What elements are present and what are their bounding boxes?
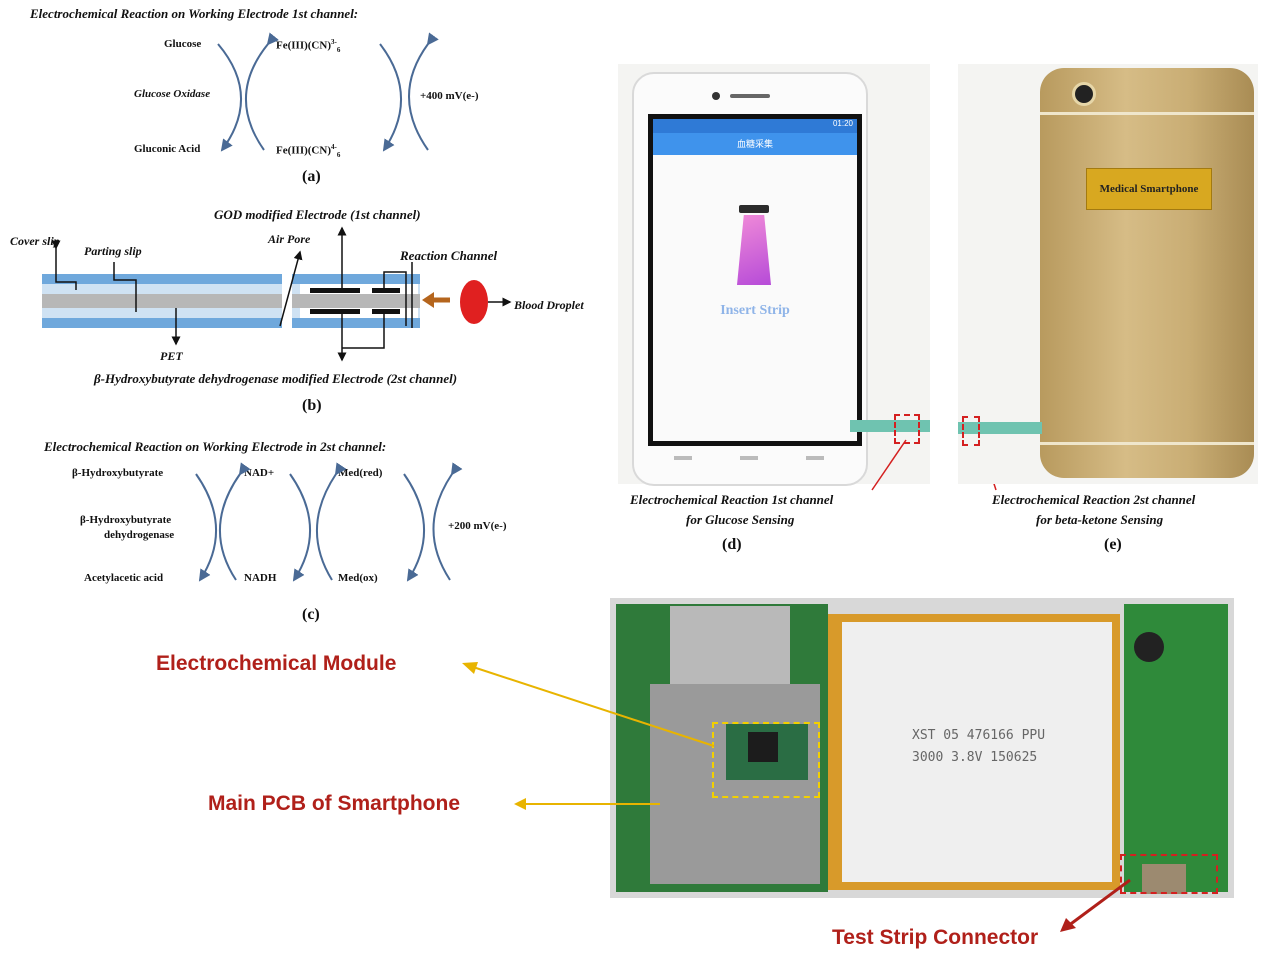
pet-label: PET: [160, 349, 183, 363]
test-strip-d: [850, 420, 930, 432]
arc-c3: [289, 473, 312, 582]
bhb-dh-label-1: β-Hydroxybutyrate: [80, 514, 172, 526]
panel-a-arcs: [217, 32, 439, 152]
phone-back-body: Medical Smartphone: [1040, 68, 1254, 478]
electrode-2-top: [372, 288, 400, 293]
channel-gray: [300, 294, 418, 308]
reaction-channel-label: Reaction Channel: [400, 248, 498, 263]
arc-a4: [408, 32, 439, 151]
glucose-oxidase-label: Glucose Oxidase: [134, 88, 211, 100]
ferricyanide-label: Fe(III)(CN)3-6: [276, 38, 341, 54]
phone-front-body: 01:20 血糖采集 Insert Strip: [632, 72, 868, 486]
app-header: 血糖采集: [653, 133, 857, 155]
caption-d-2: for Glucose Sensing: [686, 512, 795, 527]
bhb-label: β-Hydroxybutyrate: [72, 467, 164, 479]
acetylacetic-label: Acetylacetic acid: [84, 572, 164, 584]
panel-d-photo: 01:20 血糖采集 Insert Strip: [618, 64, 930, 486]
electrode-1-top: [310, 288, 360, 293]
label-b: (b): [302, 397, 322, 414]
status-time: 01:20: [832, 119, 853, 128]
cover-slip-label: Cover slip: [10, 234, 60, 248]
speaker-coil: [1134, 632, 1164, 662]
test-strip-cross-section: [42, 274, 420, 328]
layer-bottom-light: [42, 308, 420, 318]
potential-200-label: +200 mV(e-): [448, 520, 507, 532]
parting-slip-label: Parting slip: [84, 244, 142, 258]
layer-top-blue: [42, 274, 420, 284]
panel-c-arcs: [195, 462, 463, 582]
module-highlight: [712, 722, 820, 798]
god-electrode-label: GOD modified Electrode (1st channel): [214, 207, 421, 222]
arc-a3: [379, 43, 402, 152]
arc-c4: [315, 462, 347, 581]
strip-highlight-e: [962, 416, 980, 446]
strip-highlight-d: [894, 414, 920, 444]
pcb-photo: XST 05 476166 PPU 3000 3.8V 150625: [610, 598, 1234, 898]
label-e: (e): [1104, 536, 1122, 553]
metal-shield-left: [670, 606, 790, 686]
arc-c6: [432, 462, 463, 581]
nav-keys: [674, 456, 824, 462]
med-ox-label: Med(ox): [338, 572, 378, 584]
status-bar: 01:20: [653, 119, 857, 133]
panel-e-photo: Medical Smartphone: [958, 64, 1258, 484]
caption-e-1: Electrochemical Reaction 2st channel: [992, 492, 1196, 507]
caption-e-2: for beta-ketone Sensing: [1036, 512, 1164, 527]
test-strip-connector-label: Test Strip Connector: [832, 926, 1039, 949]
strip-vial-icon: [731, 205, 777, 289]
arc-a2: [245, 32, 279, 151]
label-a: (a): [302, 168, 321, 185]
nad-label: NAD+: [244, 467, 275, 479]
medical-smartphone-badge: Medical Smartphone: [1086, 168, 1212, 210]
front-camera: [712, 92, 720, 100]
arc-c2: [218, 462, 251, 581]
arc-a1: [217, 43, 242, 152]
connector-highlight: [1120, 854, 1218, 894]
gluconic-acid-label: Gluconic Acid: [134, 143, 201, 155]
blood-droplet-label: Blood Droplet: [514, 298, 584, 312]
layer-bottom-blue: [42, 318, 420, 328]
battery: [842, 622, 1112, 882]
rear-camera: [1072, 82, 1096, 106]
earpiece: [730, 94, 770, 98]
antenna-band-top: [1040, 112, 1254, 115]
electrochemical-module-label: Electrochemical Module: [156, 652, 397, 675]
panel-b-leaders: [51, 226, 413, 362]
glucose-label: Glucose: [164, 38, 202, 50]
panel-a-title: Electrochemical Reaction on Working Elec…: [30, 6, 359, 21]
arc-c1: [195, 473, 218, 582]
caption-d-1: Electrochemical Reaction 1st channel: [630, 492, 834, 507]
air-pore-label: Air Pore: [268, 232, 311, 246]
bhb-dh-label-2: dehydrogenase: [104, 529, 175, 541]
insert-strip-text: Insert Strip: [720, 303, 790, 318]
med-red-label: Med(red): [338, 467, 383, 479]
ferrocyanide-label: Fe(III)(CN)4-6: [276, 143, 341, 159]
chip-core: [748, 732, 778, 762]
electrode-2-bottom: [372, 309, 400, 314]
potential-400-label: +400 mV(e-): [420, 90, 479, 102]
layer-top-light: [42, 284, 420, 294]
nadh-label: NADH: [244, 572, 277, 584]
connector-metal: [1142, 864, 1186, 894]
main-pcb-label: Main PCB of Smartphone: [208, 792, 461, 815]
blood-droplet: [460, 280, 488, 324]
antenna-band-bottom: [1040, 442, 1254, 445]
label-c: (c): [302, 606, 320, 623]
label-d: (d): [722, 536, 742, 553]
bhb-electrode-label: β-Hydroxybutyrate dehydrogenase modified…: [94, 371, 458, 386]
electrode-1-bottom: [310, 309, 360, 314]
battery-text-1: XST 05 476166 PPU: [912, 728, 1046, 743]
battery-text-2: 3000 3.8V 150625: [912, 750, 1038, 765]
arc-c5: [403, 473, 426, 582]
phone-screen: 01:20 血糖采集 Insert Strip: [648, 114, 862, 446]
panel-c-title: Electrochemical Reaction on Working Elec…: [44, 439, 387, 454]
